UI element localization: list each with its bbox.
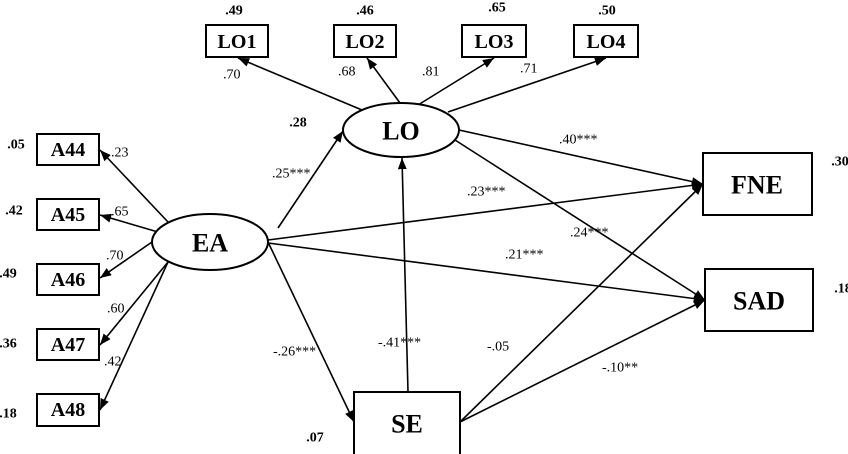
coef-lo-lo1: .70 [223, 68, 241, 83]
coef-lo-fne: .40*** [559, 133, 598, 148]
edge-se-lo [397, 157, 409, 393]
edge-se-sad [459, 299, 706, 423]
node-label: EA [192, 229, 228, 258]
edge-lo-lo4 [447, 57, 607, 113]
node-label: LO [382, 117, 420, 146]
node-ea: EA [151, 213, 269, 271]
node-label: A47 [51, 334, 85, 356]
r2-label: .18 [834, 282, 848, 297]
node-label: A44 [51, 139, 85, 161]
edge-ea-sad [267, 242, 706, 303]
node-a44: A44 .05 [7, 133, 100, 166]
edge-lo-lo1 [237, 57, 363, 111]
edge-ea-a45 [99, 213, 159, 233]
r2-label: .18 [0, 407, 17, 422]
r2-label: .28 [289, 116, 307, 131]
edge-lo-fne [458, 129, 704, 186]
edge-ea-a48 [99, 261, 169, 411]
node-fne: FNE .30 [702, 152, 848, 216]
r2-label: .30 [831, 155, 848, 170]
edge-ea-a46 [99, 241, 153, 279]
coef-se-fne: -.05 [487, 340, 509, 355]
coef-ea-a44: .23 [111, 146, 129, 161]
coef-ea-a48: .42 [104, 355, 122, 370]
node-label: SAD [733, 287, 785, 316]
r2-label: .36 [0, 337, 17, 352]
node-lo4: LO4 .50 [573, 4, 639, 58]
edge-ea-se [267, 241, 355, 423]
coef-ea-a47: .60 [107, 302, 125, 317]
coef-lo-sad: .24*** [570, 226, 609, 241]
node-lo1: LO1 .49 [205, 4, 269, 58]
coef-ea-sad: .21*** [505, 248, 544, 263]
edge-ea-fne [267, 180, 704, 241]
edge-lo-sad [454, 139, 706, 301]
r2-label: .65 [488, 1, 506, 16]
node-a47: A47 .36 [0, 328, 100, 361]
coef-lo-lo3: .81 [422, 65, 440, 80]
edge-lo-lo3 [417, 57, 495, 106]
edge-ea-a44 [99, 149, 169, 223]
r2-label: .42 [5, 204, 23, 219]
r2-label: .50 [598, 4, 616, 19]
edge-ea-a47 [99, 261, 169, 346]
node-se: SE .07 [306, 391, 461, 454]
node-sad: SAD .18 [704, 268, 848, 332]
r2-label: .49 [225, 4, 243, 19]
coefficients: .70 .68 .81 .71 .23 .65 .70 .60 .42 .25*… [104, 62, 638, 376]
node-label: LO3 [475, 31, 514, 53]
r2-label: .05 [7, 138, 25, 153]
node-label: A45 [51, 204, 85, 226]
coef-ea-a46: .70 [106, 249, 124, 264]
coef-lo-lo2: .68 [338, 65, 356, 80]
node-lo: LO .28 [289, 102, 460, 158]
node-label: A46 [51, 269, 85, 291]
node-label: FNE [731, 171, 783, 200]
node-label: A48 [51, 399, 85, 421]
edge-lo-lo2 [366, 57, 401, 104]
r2-label: .49 [0, 267, 17, 282]
coef-ea-lo: .25*** [272, 167, 311, 182]
node-a48: A48 .18 [0, 393, 100, 427]
edges [99, 57, 706, 423]
node-lo2: LO2 .46 [333, 4, 397, 58]
node-label: LO1 [218, 31, 257, 53]
coef-lo-lo4: .71 [520, 62, 538, 77]
coef-se-lo: -.41*** [378, 336, 421, 351]
node-lo3: LO3 .65 [461, 1, 527, 58]
coef-se-sad: -.10** [602, 361, 638, 376]
node-a46: A46 .49 [0, 263, 100, 296]
coef-ea-fne: .23*** [467, 185, 506, 200]
node-label: LO4 [587, 31, 626, 53]
r2-label: .07 [306, 431, 324, 446]
node-label: SE [391, 410, 423, 439]
node-a45: A45 .42 [5, 198, 100, 231]
coef-ea-se: -.26*** [273, 345, 316, 360]
coef-ea-a45: .65 [111, 205, 129, 220]
node-label: LO2 [346, 31, 385, 53]
edge-se-fne [459, 183, 704, 423]
r2-label: .46 [356, 4, 374, 19]
edge-ea-lo [277, 130, 344, 229]
